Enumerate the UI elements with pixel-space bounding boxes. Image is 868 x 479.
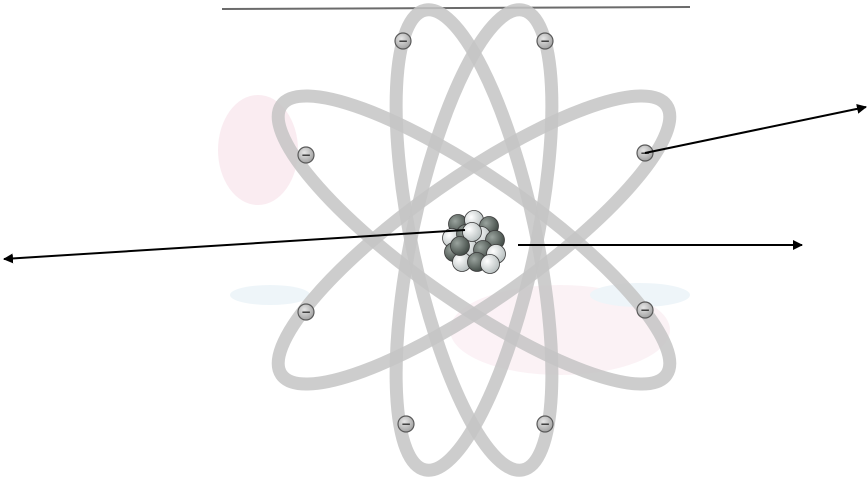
electron-charge-sign: − xyxy=(398,34,408,48)
electron: − xyxy=(537,416,553,432)
electron-charge-sign: − xyxy=(301,305,311,319)
neutron xyxy=(481,255,500,274)
electron: − xyxy=(298,147,314,163)
arrow-to-electron xyxy=(645,107,866,153)
nucleus xyxy=(443,211,506,274)
electron-charge-sign: − xyxy=(301,148,311,162)
electron: − xyxy=(298,304,314,320)
image-top-edge xyxy=(222,7,690,9)
electron: − xyxy=(537,33,553,49)
electron: − xyxy=(398,416,414,432)
electron-charge-sign: − xyxy=(540,417,550,431)
electron: − xyxy=(395,33,411,49)
electron-charge-sign: − xyxy=(401,417,411,431)
electron-charge-sign: − xyxy=(640,303,650,317)
electron-charge-sign: − xyxy=(540,34,550,48)
electron: − xyxy=(637,302,653,318)
proton xyxy=(451,237,470,256)
